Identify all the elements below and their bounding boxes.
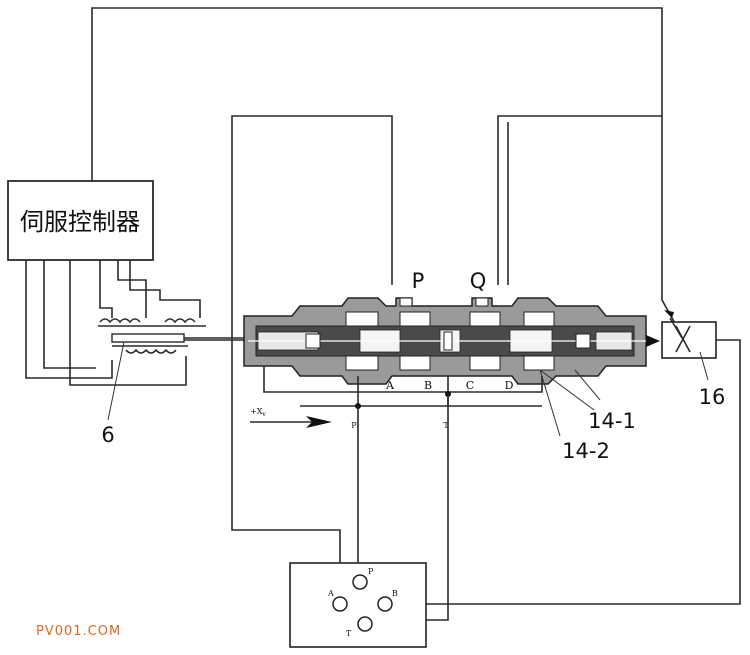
controller-coil-wires (25, 260, 201, 386)
pump-port-a-label: A (327, 589, 334, 598)
port-p-label: P (412, 269, 425, 293)
callout-14-2: 14-2 (562, 439, 610, 463)
pump-port-b-label: B (392, 589, 398, 598)
chamber-a-label: A (385, 379, 395, 392)
servo-controller-label: 伺服控制器 (20, 208, 140, 236)
displacement-label: +Xv (250, 407, 266, 418)
callout-6: 6 (101, 423, 114, 447)
callouts: 6 14-1 14-2 16 (101, 341, 726, 463)
watermark: PV001.COM (36, 624, 121, 639)
port-q-label: Q (470, 269, 487, 293)
chamber-d-label: D (505, 379, 514, 392)
valve-body (243, 297, 647, 385)
callout-14-1: 14-1 (588, 409, 636, 433)
displacement-arrow: +Xv (250, 407, 332, 428)
chamber-b-label: B (424, 379, 432, 392)
throttle-valve-16 (646, 310, 717, 359)
pump-block: A P B T (289, 562, 427, 648)
bottom-port-p-label: P (351, 421, 357, 430)
pump-port-p-label: P (368, 567, 374, 576)
callout-16: 16 (699, 385, 726, 409)
chamber-labels: A B C D (385, 379, 514, 392)
chamber-c-label: C (466, 379, 474, 392)
servo-controller: 伺服控制器 (7, 180, 154, 261)
pump-port-t-label: T (346, 629, 352, 638)
lvdt-sensor (98, 318, 248, 354)
bottom-port-t-label: T (443, 421, 449, 430)
